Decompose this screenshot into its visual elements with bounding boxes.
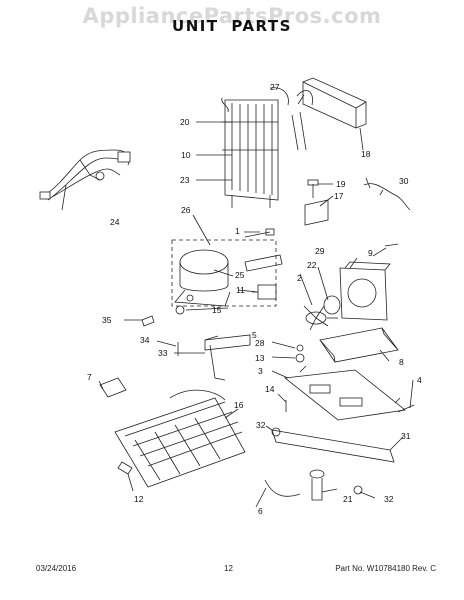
wire-harness-icon xyxy=(39,149,131,211)
callout-22: 22 xyxy=(307,260,317,270)
callout-28: 28 xyxy=(255,338,265,348)
callout-35: 35 xyxy=(102,315,112,325)
base-plate-icon xyxy=(283,365,406,421)
callout-18: 18 xyxy=(361,149,371,159)
callout-1: 1 xyxy=(235,226,240,236)
callout-20: 20 xyxy=(180,117,190,127)
callout-15: 15 xyxy=(212,305,222,315)
callout-10: 10 xyxy=(181,150,191,160)
callout-5: 5 xyxy=(252,330,257,340)
callout-24: 24 xyxy=(110,217,120,227)
callout-21: 21 xyxy=(343,494,353,504)
footer-date: 03/24/2016 xyxy=(36,564,77,573)
condenser-coil-icon xyxy=(221,97,279,208)
callout-2: 2 xyxy=(297,273,302,283)
callout-30: 30 xyxy=(399,176,409,186)
callout-33: 33 xyxy=(158,348,168,358)
callout-19: 19 xyxy=(336,179,346,189)
callout-14: 14 xyxy=(265,384,275,394)
footer-page-number: 12 xyxy=(224,564,233,573)
callout-4: 4 xyxy=(417,375,422,385)
fan-blade-icon xyxy=(303,305,338,331)
callout-16: 16 xyxy=(234,400,244,410)
compressor-icon xyxy=(174,249,231,307)
callout-23: 23 xyxy=(180,175,190,185)
callout-8: 8 xyxy=(399,357,404,367)
callout-9: 9 xyxy=(368,248,373,258)
page-title: UNIT PARTS xyxy=(172,17,292,35)
callout-34: 34 xyxy=(140,335,150,345)
callout-12: 12 xyxy=(134,494,144,504)
callout-7: 7 xyxy=(87,372,92,382)
fan-shroud-icon xyxy=(339,261,391,321)
callout-31: 31 xyxy=(401,431,411,441)
callout-13: 13 xyxy=(255,353,265,363)
condenser-grid-icon xyxy=(114,389,246,488)
callout-32-top: 32 xyxy=(256,420,266,430)
callout-17: 17 xyxy=(334,191,344,201)
callout-3: 3 xyxy=(258,366,263,376)
callout-32-bottom: 32 xyxy=(384,494,394,504)
callout-27: 27 xyxy=(270,82,280,92)
callout-26: 26 xyxy=(181,205,191,215)
footer-part-number: Part No. W10784180 Rev. C xyxy=(335,564,436,573)
callout-6: 6 xyxy=(258,506,263,516)
callout-29: 29 xyxy=(315,246,325,256)
watermark: AppliancePartsPros.com xyxy=(82,4,382,28)
callout-25: 25 xyxy=(235,270,245,280)
callout-11: 11 xyxy=(236,285,245,295)
drain-pan-icon xyxy=(319,327,399,363)
